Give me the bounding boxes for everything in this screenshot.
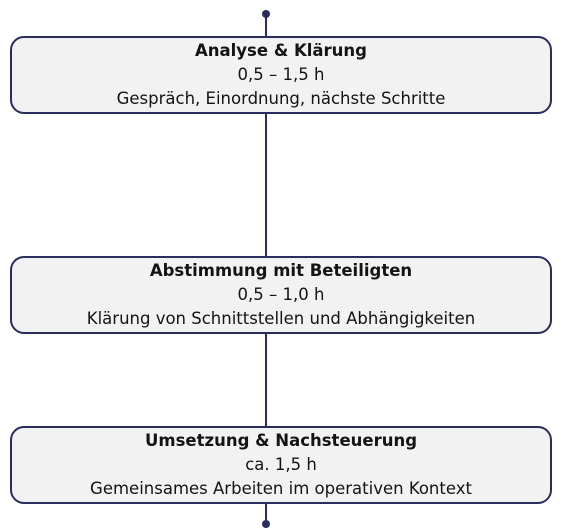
flow-connector-top [265, 14, 267, 36]
step-title: Analyse & Klärung [195, 41, 367, 60]
step-description: Klärung von Schnittstellen und Abhängigk… [86, 309, 476, 328]
step-title: Abstimmung mit Beteiligten [149, 261, 413, 280]
step-description: Gespräch, Einordnung, nächste Schritte [116, 89, 446, 108]
flow-connector-2-3 [265, 334, 267, 426]
step-description: Gemeinsames Arbeiten im operativen Konte… [90, 479, 472, 498]
process-step-analysis: Analyse & Klärung 0,5 – 1,5 h Gespräch, … [10, 36, 552, 114]
step-duration: 0,5 – 1,0 h [237, 285, 325, 304]
process-step-implementation: Umsetzung & Nachsteuerung ca. 1,5 h Geme… [10, 426, 552, 504]
flow-end-dot [262, 520, 270, 528]
flow-connector-1-2 [265, 114, 267, 256]
process-step-coordination: Abstimmung mit Beteiligten 0,5 – 1,0 h K… [10, 256, 552, 334]
step-duration: 0,5 – 1,5 h [237, 65, 325, 84]
step-duration: ca. 1,5 h [245, 455, 317, 474]
flow-connector-bottom [265, 504, 267, 520]
step-title: Umsetzung & Nachsteuerung [144, 431, 418, 450]
